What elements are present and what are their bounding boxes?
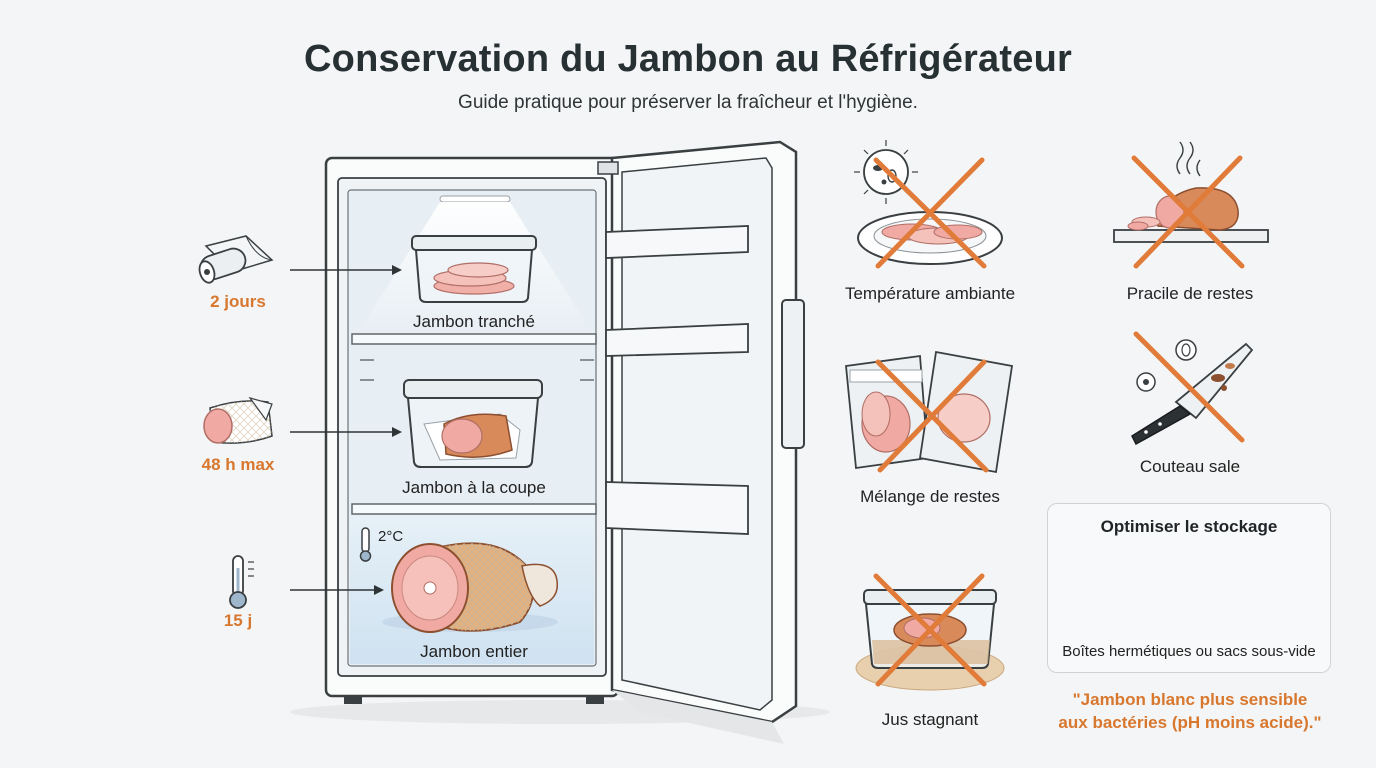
- shelf-label-whole: Jambon entier: [420, 642, 528, 661]
- bad-practice-label-mixing: Mélange de restes: [860, 487, 1000, 506]
- duration-sliced: 2 jours: [210, 292, 266, 311]
- thermometer-icon: [229, 555, 254, 609]
- cut-ham-container: [403, 379, 543, 468]
- fridge-temperature: 2°C: [378, 528, 404, 545]
- shelf-label-cut: Jambon à la coupe: [402, 478, 546, 497]
- cross-mark-5: [873, 573, 987, 687]
- bad-practice-label-dirty-knife: Couteau sale: [1139, 457, 1241, 476]
- fridge-thermometer-icon: [359, 527, 372, 562]
- tips-title: Optimiser le stockage: [1100, 517, 1278, 536]
- duration-whole: 15 j: [223, 611, 253, 630]
- cross-mark-1: [873, 157, 987, 269]
- cross-mark-2: [1131, 155, 1245, 269]
- bad-practice-label-leftovers: Pracile de restes: [1126, 284, 1254, 303]
- ham-leftover-cutting-board-icon: [1113, 141, 1269, 243]
- mixed-packages-icon: [845, 350, 1014, 474]
- shelf-label-sliced: Jambon tranché: [413, 312, 535, 331]
- tips-caption: Boîtes hermétiques ou sacs sous-vide: [1062, 643, 1316, 660]
- wrapped-ham-icon: [203, 396, 273, 444]
- cross-mark-4: [1133, 331, 1245, 443]
- sliced-ham-container: [411, 235, 537, 303]
- duration-cut: 48 h max: [201, 455, 275, 474]
- stagnant-juice-container-icon: [855, 589, 1005, 691]
- page-subtitle: Guide pratique pour préserver la fraîche…: [458, 92, 918, 113]
- bacteria-note: "Jambon blanc plus sensible aux bactérie…: [1058, 688, 1321, 734]
- bacteria-note-line-2: aux bactéries (pH moins acide).": [1058, 713, 1322, 732]
- dirty-knife-icon: [1131, 339, 1254, 446]
- cross-mark-3: [875, 359, 989, 473]
- bacteria-note-line-1: "Jambon blanc plus sensible: [1072, 690, 1308, 709]
- fridge-door: [597, 140, 805, 744]
- storage-tips-box: Optimiser le stockage Boîtes hermétiques…: [1047, 503, 1331, 673]
- bad-practice-label-room-temp: Température ambiante: [844, 284, 1016, 303]
- bad-practice-label-juice: Jus stagnant: [881, 710, 979, 729]
- page-title: Conservation du Jambon au Réfrigérateur: [304, 38, 1072, 80]
- film-roll-icon: [198, 235, 274, 284]
- whole-ham: [382, 542, 558, 633]
